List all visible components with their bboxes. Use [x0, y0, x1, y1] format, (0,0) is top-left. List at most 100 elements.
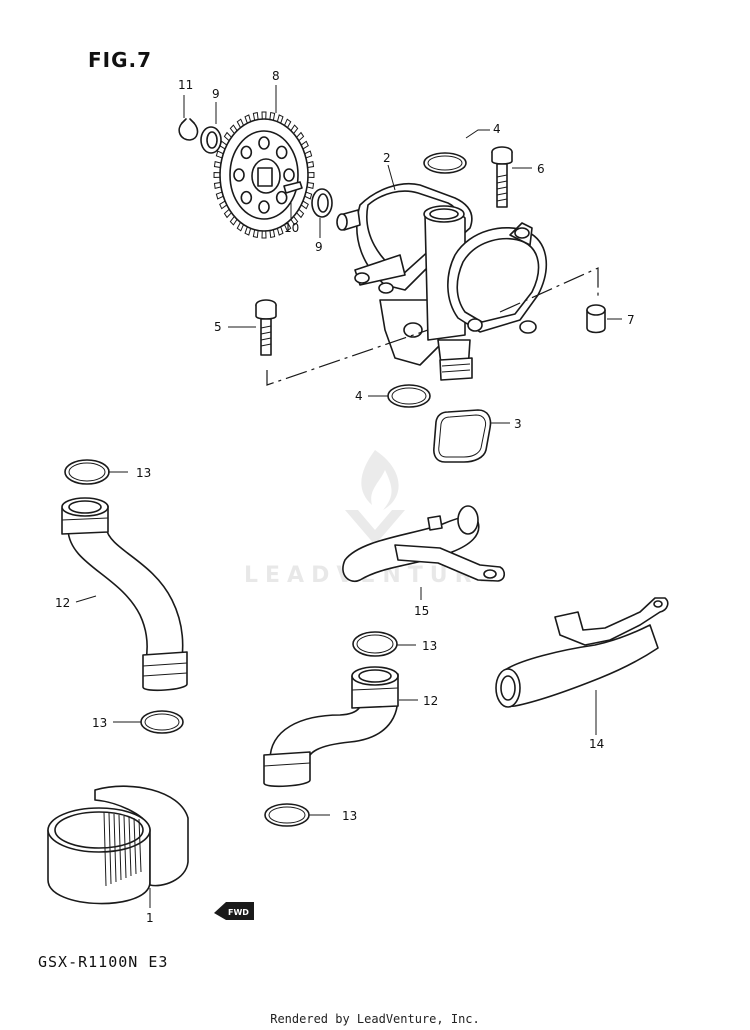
part-6-bolt[interactable]: [491, 146, 513, 208]
part-10-pin[interactable]: [283, 181, 303, 194]
part-4-o-ring-lower[interactable]: [387, 384, 431, 408]
callout-7: 7: [627, 313, 635, 327]
figure-title: FIG.7: [88, 48, 153, 72]
gear-hole: [275, 190, 288, 205]
callout-8: 8: [272, 69, 280, 83]
gear-tooth: [304, 150, 313, 159]
fwd-label: FWD: [228, 908, 249, 917]
gear-tooth: [300, 140, 309, 150]
callout-13-c: 13: [92, 716, 107, 730]
callout-13-a: 13: [136, 466, 151, 480]
part-14-oil-hose[interactable]: [495, 597, 669, 708]
gear-tooth: [306, 182, 315, 190]
callout-14: 14: [589, 737, 604, 751]
part-8-drive-gear[interactable]: [213, 111, 315, 239]
callout-4-lower: 4: [355, 389, 363, 403]
gear-hole: [240, 145, 253, 160]
callout-6: 6: [537, 162, 545, 176]
part-13-o-ring-b[interactable]: [352, 631, 398, 657]
callout-15: 15: [414, 604, 429, 618]
gear-tooth: [215, 150, 224, 159]
gear-tooth: [244, 226, 252, 236]
callout-9-upper: 9: [212, 87, 220, 101]
part-2-oil-pump[interactable]: [336, 182, 547, 381]
gear-tooth: [306, 160, 315, 168]
part-15-oil-hose[interactable]: [342, 505, 506, 582]
callout-10: 10: [284, 221, 299, 235]
callout-11: 11: [178, 78, 193, 92]
part-9-washer-upper[interactable]: [200, 126, 222, 154]
filter-flute: [118, 814, 122, 881]
gear-tooth: [296, 208, 305, 219]
gear-tooth: [296, 131, 305, 142]
gear-tooth: [290, 124, 299, 134]
part-12-oil-pipe-left[interactable]: [61, 497, 188, 692]
gear-tooth: [229, 124, 238, 134]
gear-tooth: [284, 118, 292, 128]
gear-tooth: [213, 171, 221, 179]
part-7-dowel[interactable]: [586, 304, 606, 334]
gear-tooth: [213, 160, 222, 168]
gear-tooth: [269, 229, 276, 239]
gear-tooth: [304, 191, 313, 200]
callout-12-left: 12: [55, 596, 70, 610]
gear-hole: [258, 200, 270, 214]
filter-flute: [133, 817, 137, 875]
filter-flute: [113, 813, 117, 883]
part-12-oil-pipe-mid[interactable]: [263, 666, 399, 788]
gear-tooth: [215, 191, 224, 200]
part-5-bolt[interactable]: [255, 299, 277, 356]
callout-9-lower: 9: [315, 240, 323, 254]
gear-hole: [240, 190, 253, 205]
gear-hole: [233, 168, 245, 182]
callout-1: 1: [146, 911, 154, 925]
gear-tooth: [223, 208, 232, 219]
gear-tooth: [284, 222, 292, 232]
render-credit: Rendered by LeadVenture, Inc.: [270, 1012, 480, 1026]
gear-tooth: [300, 200, 309, 210]
gear-hole: [283, 168, 295, 182]
filter-flute: [138, 818, 142, 873]
part-1-oil-filter[interactable]: [47, 785, 189, 905]
callout-labels: 11 9 8 4 2 6 10 9 5 7 4 3 13 12 15 13 12…: [55, 69, 635, 925]
leader-lines: [75, 85, 622, 908]
alignment-lines: [266, 267, 599, 386]
callout-4-upper: 4: [493, 122, 501, 136]
callout-12-mid: 12: [423, 694, 438, 708]
gear-tooth: [223, 131, 232, 142]
gear-tooth: [269, 111, 276, 121]
gear-tooth: [219, 140, 228, 150]
gear-tooth: [290, 216, 299, 226]
gear-tooth: [252, 229, 259, 239]
part-4-o-ring-upper[interactable]: [423, 152, 467, 174]
callout-3: 3: [514, 417, 522, 431]
gear-tooth: [261, 230, 267, 239]
part-9-washer-lower[interactable]: [311, 188, 333, 218]
gear-hole: [258, 136, 270, 150]
gear-tooth: [236, 222, 244, 232]
part-13-o-ring-d[interactable]: [264, 803, 310, 827]
filter-flute: [128, 816, 132, 877]
filter-flute: [123, 815, 127, 879]
gear-tooth: [236, 118, 244, 128]
fwd-arrow-icon: FWD: [214, 902, 254, 920]
part-13-o-ring-a[interactable]: [64, 459, 110, 485]
gear-tooth: [307, 171, 315, 179]
callout-5: 5: [214, 320, 222, 334]
gear-tooth: [261, 111, 267, 120]
callout-13-b: 13: [422, 639, 437, 653]
gear-tooth: [252, 111, 259, 121]
watermark-logo: [345, 450, 405, 545]
gear-tooth: [219, 200, 228, 210]
part-13-o-ring-c[interactable]: [140, 710, 184, 734]
gear-tooth: [213, 182, 222, 190]
callout-13-d: 13: [342, 809, 357, 823]
model-code: GSX-R1100N E3: [38, 953, 169, 971]
gear-tooth: [276, 226, 284, 236]
part-11-circlip[interactable]: [178, 118, 199, 141]
callout-2: 2: [383, 151, 391, 165]
gear-hole: [275, 145, 288, 160]
part-3-gasket[interactable]: [433, 409, 492, 463]
filter-flute: [108, 812, 112, 885]
filter-flute: [103, 811, 107, 887]
